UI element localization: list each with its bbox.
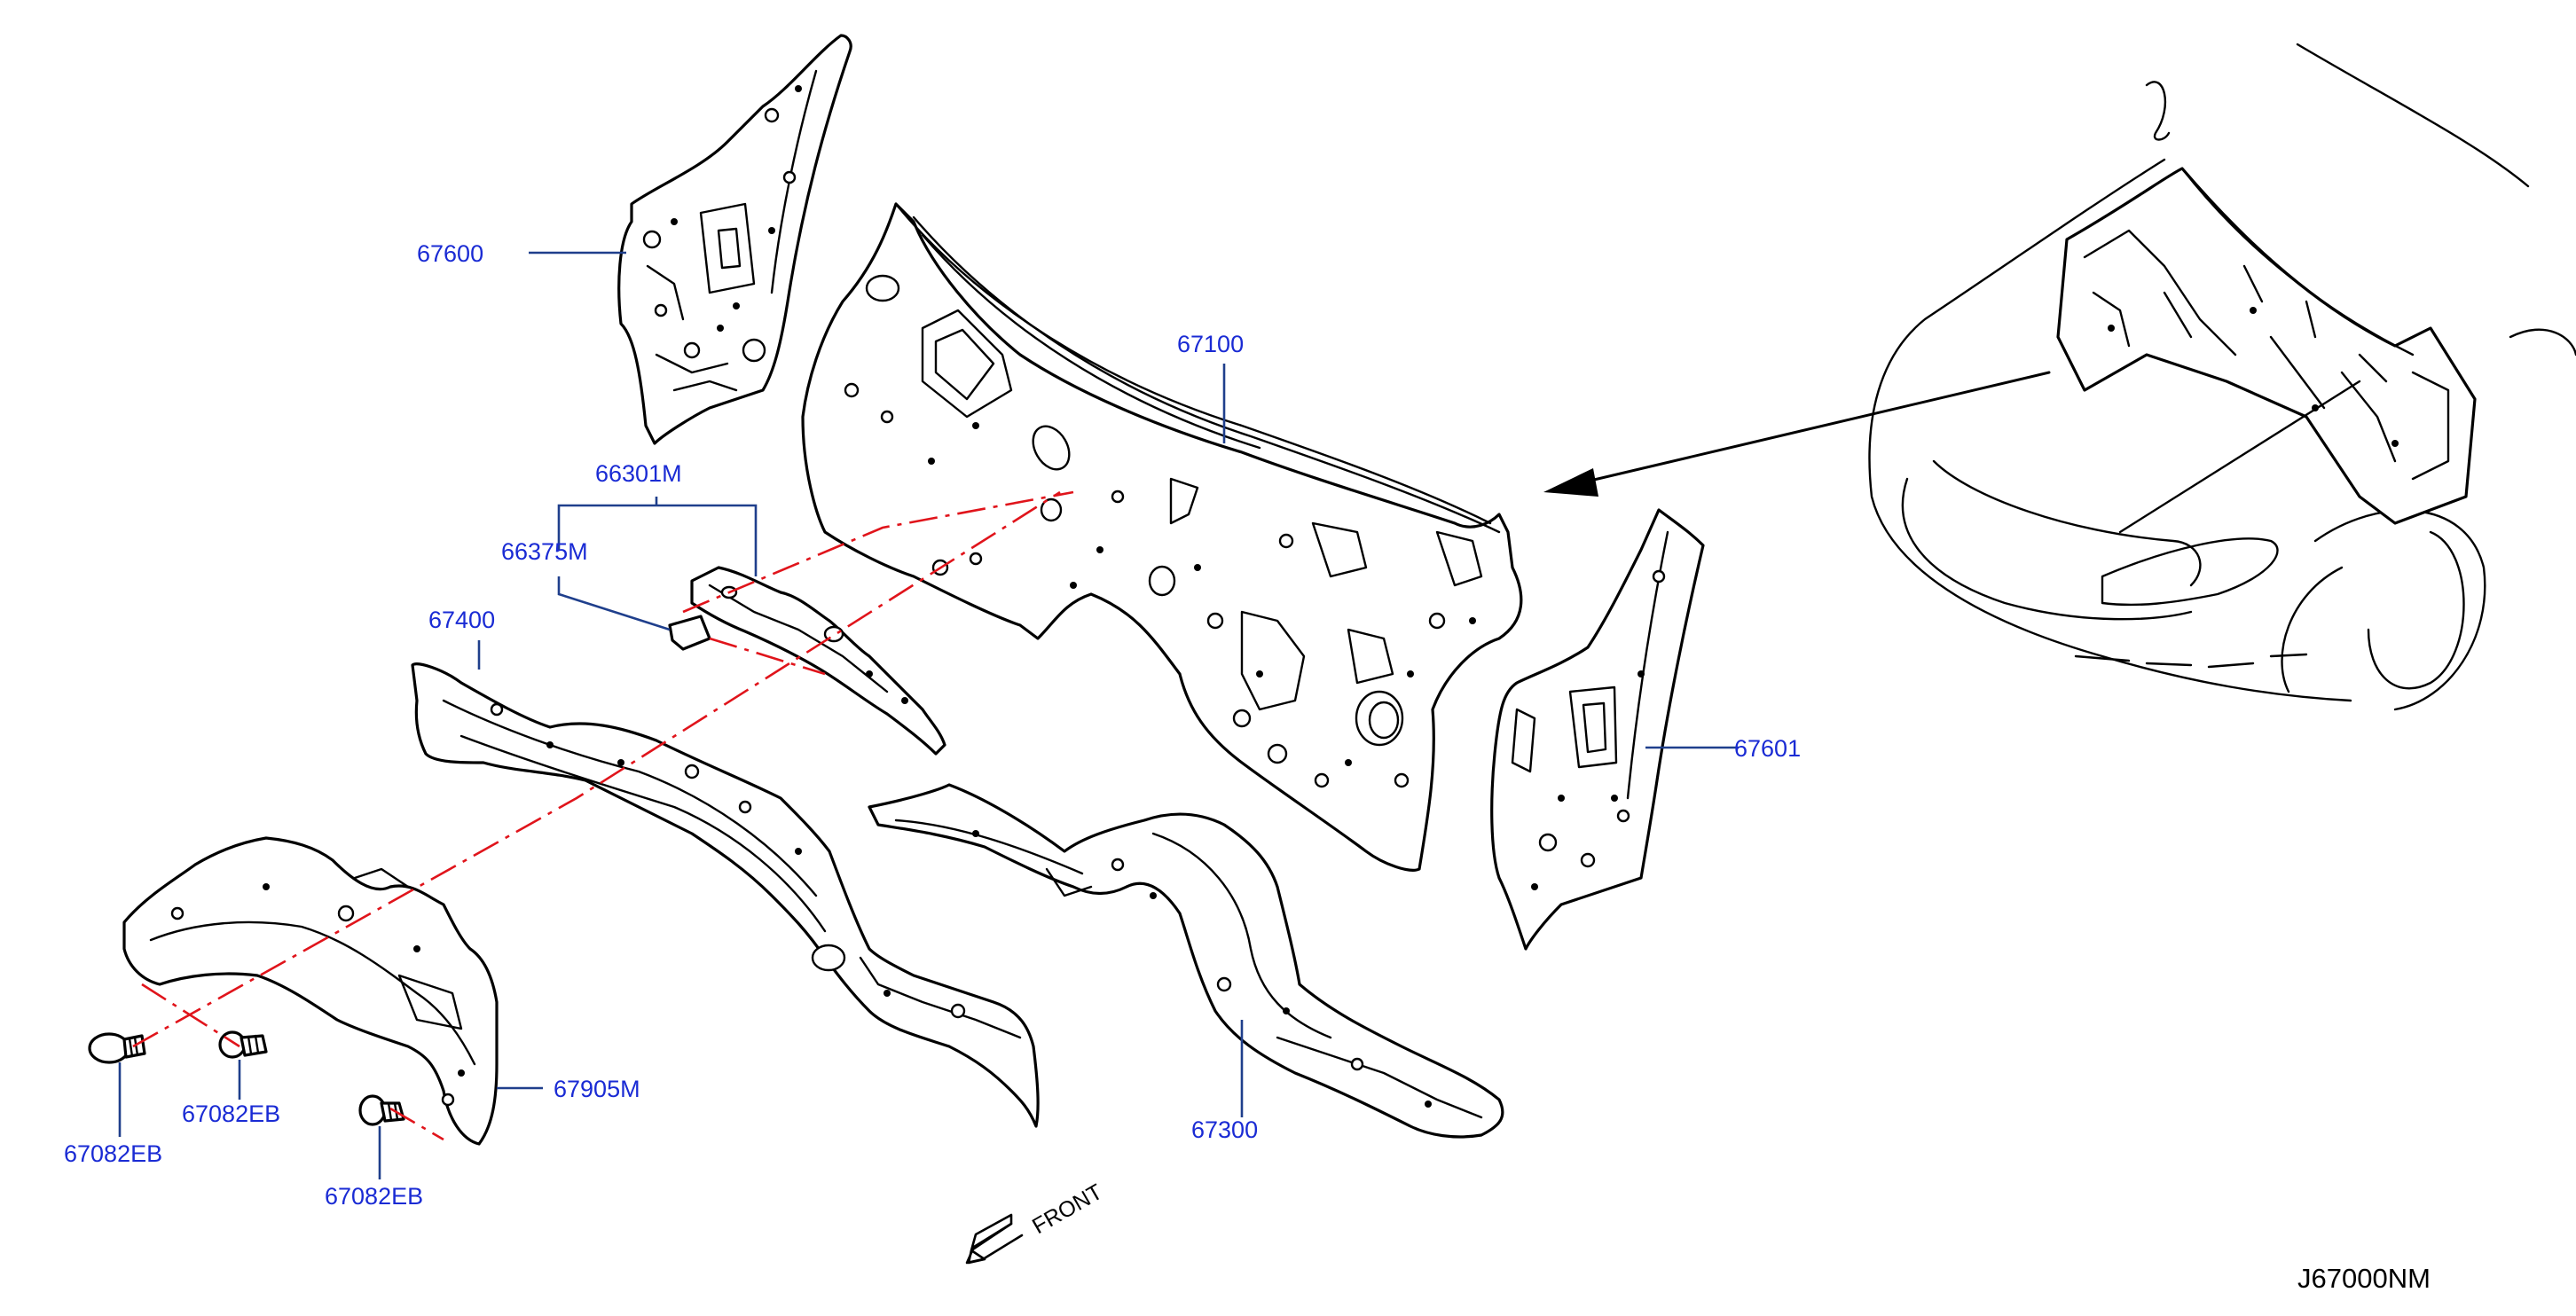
part-label-67601[interactable]: 67601 — [1734, 735, 1801, 762]
part-label-67082eb-c[interactable]: 67082EB — [325, 1183, 423, 1210]
axis-line-main — [132, 490, 1061, 1048]
leader-lines — [118, 251, 1739, 1179]
part-label-67600[interactable]: 67600 — [417, 240, 483, 267]
part-67905m-insulator — [122, 836, 499, 1146]
vehicle-location-inset — [1543, 43, 2576, 711]
part-67400-member — [411, 662, 1040, 1128]
diagram-reference-code: J67000NM — [2297, 1263, 2431, 1294]
leader-66375m — [557, 576, 671, 631]
part-label-66375m[interactable]: 66375M — [501, 538, 588, 565]
part-label-66301m[interactable]: 66301M — [595, 460, 682, 487]
part-label-67100[interactable]: 67100 — [1177, 331, 1244, 357]
axis-line-bracket — [682, 490, 1074, 614]
part-67300-member — [868, 783, 1504, 1139]
part-67601-panel — [1490, 508, 1705, 951]
front-label: FRONT — [1028, 1179, 1107, 1239]
part-label-67300[interactable]: 67300 — [1191, 1116, 1258, 1143]
axis-line-bracket-b — [709, 637, 826, 676]
part-67100-dash-panel — [801, 202, 1523, 872]
part-67082eb-clip-b — [218, 1030, 268, 1059]
part-label-67082eb-a[interactable]: 67082EB — [64, 1140, 162, 1167]
part-label-67082eb-b[interactable]: 67082EB — [182, 1101, 280, 1127]
front-direction-indicator: FRONT — [965, 1179, 1107, 1265]
part-67600-panel — [617, 34, 852, 445]
leader-66301m — [557, 497, 758, 576]
assembly-axes — [132, 490, 1074, 1141]
part-label-67905m[interactable]: 67905M — [554, 1076, 640, 1102]
part-label-67400[interactable]: 67400 — [428, 607, 495, 633]
part-67082eb-clip-c — [358, 1094, 405, 1126]
axis-line-clip-b — [141, 983, 240, 1048]
part-67082eb-clip-a — [88, 1032, 146, 1064]
part-66375m-bracket — [668, 615, 711, 651]
part-labels: 67600 67100 66301M 66375M 67400 67601 67… — [64, 240, 1801, 1210]
part-66301m-bracket — [690, 566, 946, 756]
axis-line-clip-c — [389, 1107, 444, 1141]
